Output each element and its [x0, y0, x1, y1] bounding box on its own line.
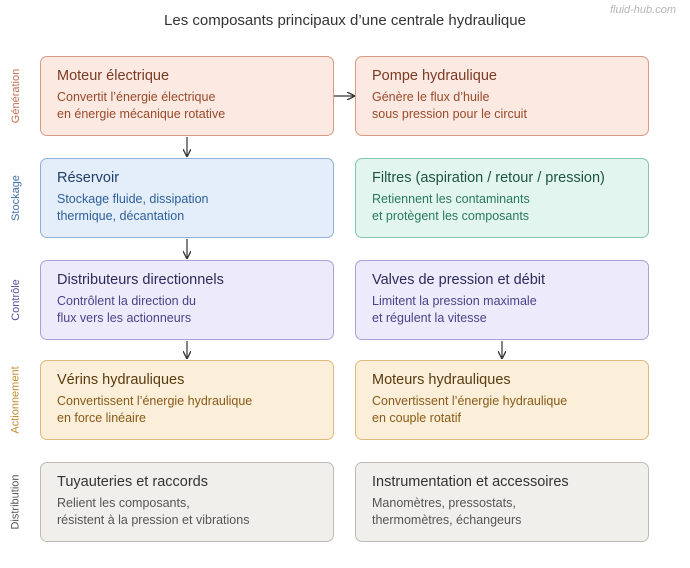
box-desc-line2: en force linéaire: [57, 411, 146, 425]
box-desc-line1: Convertissent l’énergie hydraulique: [372, 394, 568, 408]
box-moteurs-hydrauliques: Moteurs hydrauliques Convertissent l’éne…: [355, 360, 649, 440]
box-title: Moteurs hydrauliques: [372, 372, 511, 388]
box-reservoir: Réservoir Stockage fluide, dissipation t…: [40, 158, 334, 238]
box-instrumentation: Instrumentation et accessoires Manomètre…: [355, 462, 649, 542]
box-desc-line1: Convertit l’énergie électrique: [57, 90, 216, 104]
box-desc-line2: et régulent la vitesse: [372, 311, 487, 325]
box-desc-line1: Relient les composants,: [57, 496, 190, 510]
box-filtres: Filtres (aspiration / retour / pression)…: [355, 158, 649, 238]
watermark: fluid-hub.com: [609, 4, 676, 16]
box-desc-line2: résistent à la pression et vibrations: [57, 513, 250, 527]
box-desc-line1: Génère le flux d’huile: [372, 90, 490, 104]
box-desc-line1: Contrôlent la direction du: [57, 294, 196, 308]
box-pompe-hydraulique: Pompe hydraulique Génère le flux d’huile…: [355, 56, 649, 136]
box-valves: Valves de pression et débit Limitent la …: [355, 260, 649, 340]
box-desc-line1: Convertissent l’énergie hydraulique: [57, 394, 253, 408]
box-title: Tuyauteries et raccords: [57, 474, 208, 490]
box-distributeurs: Distributeurs directionnels Contrôlent l…: [40, 260, 334, 340]
box-desc-line1: Limitent la pression maximale: [372, 294, 537, 308]
box-desc-line1: Stockage fluide, dissipation: [57, 192, 209, 206]
box-desc-line2: sous pression pour le circuit: [372, 107, 527, 121]
box-desc-line2: thermomètres, échangeurs: [372, 513, 522, 527]
box-title: Filtres (aspiration / retour / pression): [372, 170, 605, 186]
diagram-title: Les composants principaux d’une centrale…: [164, 12, 526, 29]
box-title: Réservoir: [57, 170, 120, 186]
box-desc-line1: Retiennent les contaminants: [372, 192, 530, 206]
box-title: Pompe hydraulique: [372, 68, 497, 84]
box-moteur-electrique: Moteur électrique Convertit l’énergie él…: [40, 56, 334, 136]
box-tuyauteries: Tuyauteries et raccords Relient les comp…: [40, 462, 334, 542]
box-title: Valves de pression et débit: [372, 272, 546, 288]
box-desc-line1: Manomètres, pressostats,: [372, 496, 516, 510]
box-desc-line2: thermique, décantation: [57, 209, 185, 223]
box-desc-line2: flux vers les actionneurs: [57, 311, 192, 325]
box-title: Distributeurs directionnels: [57, 272, 224, 288]
box-title: Instrumentation et accessoires: [372, 474, 569, 490]
box-desc-line2: en énergie mécanique rotative: [57, 107, 226, 121]
box-title: Moteur électrique: [57, 68, 170, 84]
box-desc-line2: et protègent les composants: [372, 209, 530, 223]
box-title: Vérins hydrauliques: [57, 372, 185, 388]
box-verins: Vérins hydrauliques Convertissent l’éner…: [40, 360, 334, 440]
box-desc-line2: en couple rotatif: [372, 411, 461, 425]
